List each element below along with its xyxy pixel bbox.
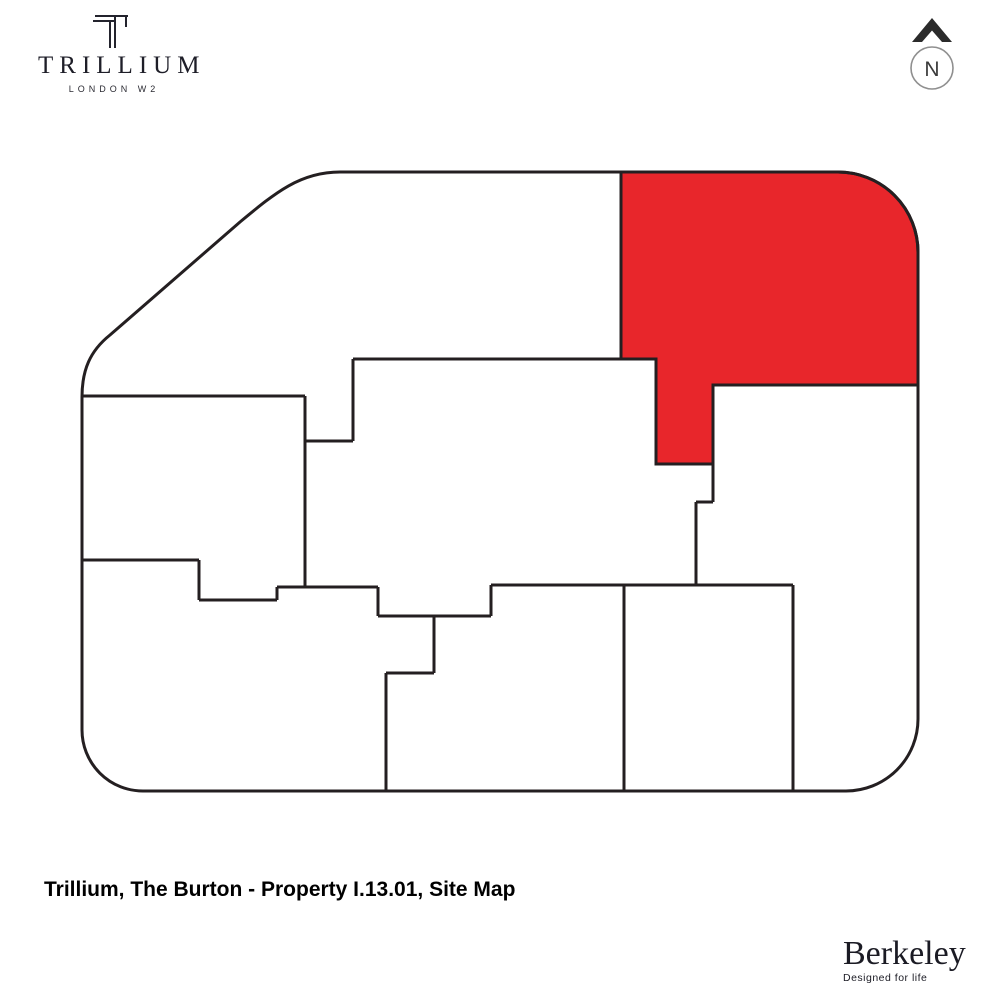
north-compass: N (910, 18, 954, 90)
berkeley-logo: Berkeley Designed for life (843, 936, 973, 984)
map-caption: Trillium, The Burton - Property I.13.01,… (44, 878, 516, 901)
compass-label: N (924, 58, 939, 81)
north-arrow-icon (912, 18, 952, 42)
trillium-monogram-icon (93, 15, 128, 48)
developer-tagline: Designed for life (843, 971, 928, 984)
compass-circle (910, 46, 954, 90)
building-outline (80, 170, 920, 793)
developer-name: Berkeley (843, 935, 966, 972)
brand-location: LONDON W2 (68, 84, 160, 94)
unit-boundaries (82, 357, 795, 791)
brand-name: TRILLIUM (38, 52, 206, 79)
highlighted-unit[interactable] (619, 170, 920, 466)
